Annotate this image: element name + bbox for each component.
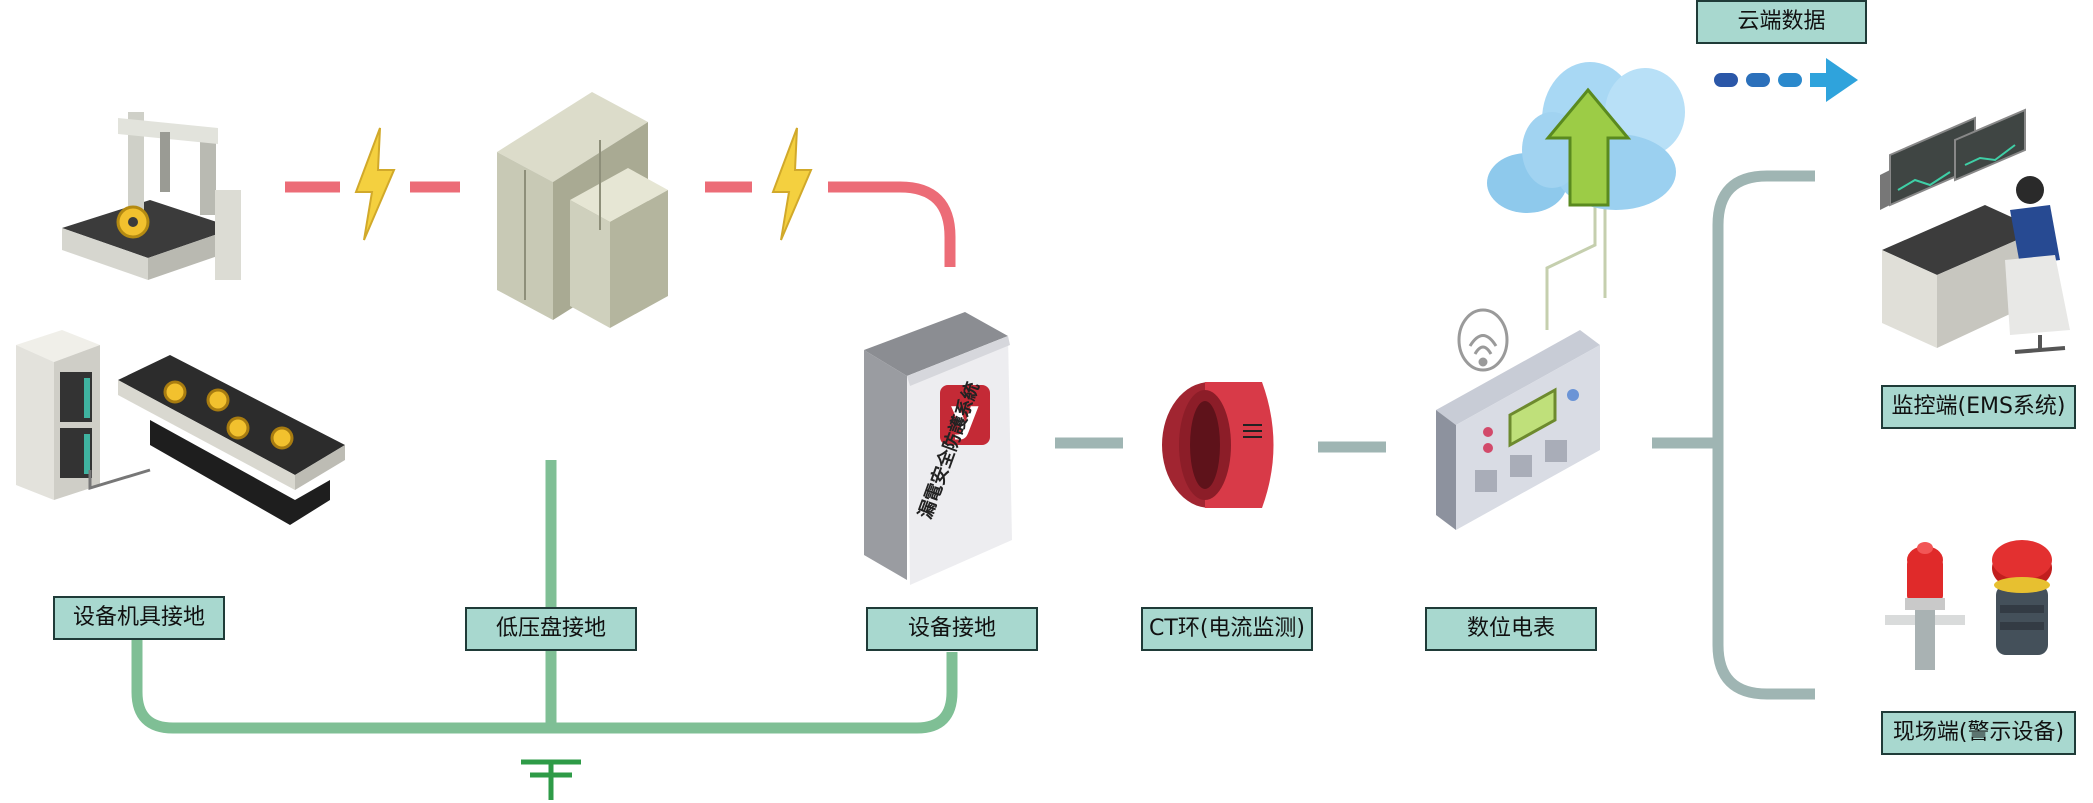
label-digital-meter: 数位电表 [1425, 607, 1597, 651]
signal-branch [1712, 170, 1815, 700]
meter-uplink-line [1545, 200, 1597, 330]
wifi-icon [1457, 308, 1509, 372]
digital-meter-icon [1436, 330, 1600, 530]
conveyor-belt-icon [88, 355, 345, 525]
server-cabinet-icon [16, 330, 100, 500]
label-device-ground: 设备接地 [866, 607, 1038, 651]
label-monitor-end: 监控端(EMS系统) [1881, 385, 2076, 429]
monitoring-station-icon [1880, 108, 2070, 354]
lightning-bolt-icon [354, 127, 396, 241]
label-equipment-fixture-ground: 设备机具接地 [53, 596, 225, 640]
label-ct-ring: CT环(电流监测) [1141, 607, 1313, 651]
label-field-end: 现场端(警示设备) [1881, 711, 2076, 755]
lightning-bolt-icon [771, 127, 813, 241]
label-cloud-data: 云端数据 [1696, 0, 1867, 44]
ground-line-segment [131, 640, 958, 734]
ct-ring-icon [1162, 382, 1274, 508]
power-line [285, 181, 956, 267]
warning-light-icon [1885, 542, 1965, 670]
device-logo: y [951, 390, 980, 441]
signal-line [1055, 170, 1815, 700]
low-voltage-panel-icon [497, 92, 668, 328]
ground-line [131, 460, 958, 734]
measuring-machine-icon [62, 112, 241, 280]
data-flow-arrow [1714, 58, 1858, 102]
cloud-upload-icon [1487, 62, 1685, 213]
label-low-voltage-panel-ground: 低压盘接地 [465, 607, 637, 651]
leakage-protection-device-icon: y 漏電安全防護系統 [864, 312, 1012, 585]
power-line-segment [828, 181, 956, 267]
emergency-button-icon [1992, 540, 2052, 655]
ground-symbol-icon [521, 759, 581, 800]
